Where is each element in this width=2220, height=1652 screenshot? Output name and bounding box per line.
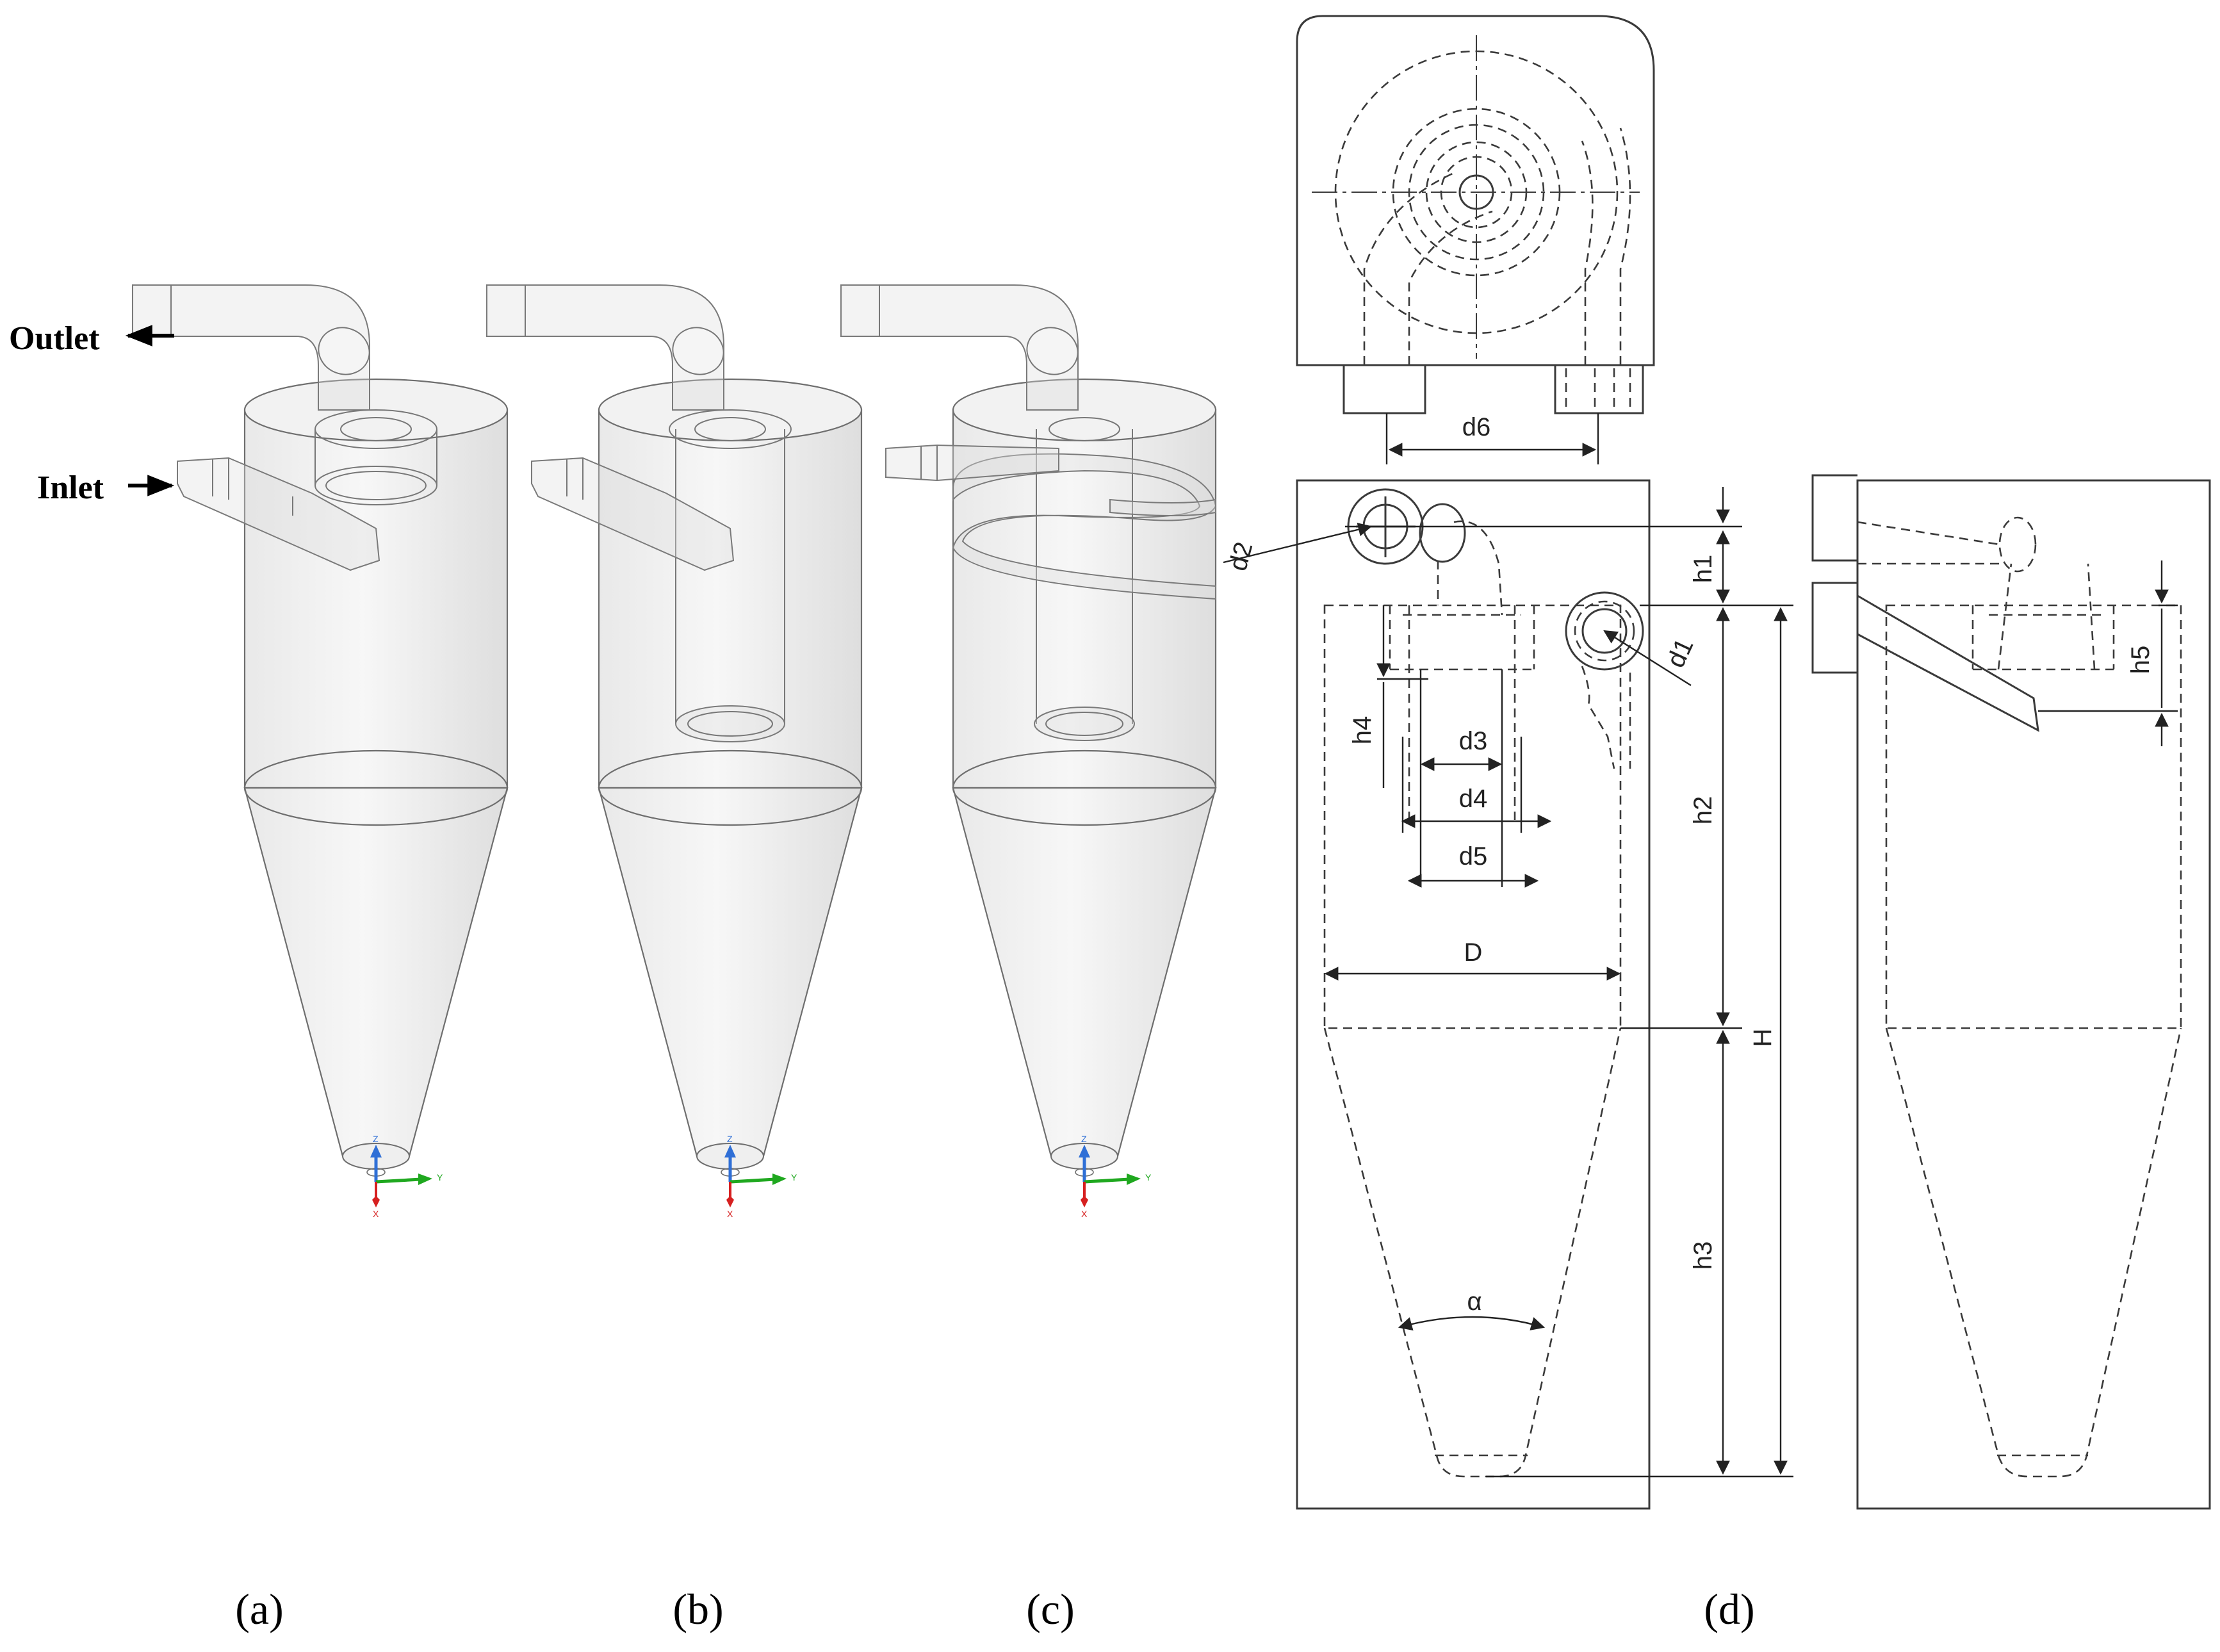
svg-text:Z: Z [1081, 1134, 1087, 1144]
triad-a: Z Y X [370, 1134, 443, 1219]
dim-h5: h5 [2126, 646, 2155, 675]
technical-drawing: d6 d2 [1223, 15, 2211, 1510]
svg-text:Y: Y [1145, 1172, 1152, 1182]
dim-alpha: α [1467, 1288, 1481, 1316]
cyclone-a: Z Y X [132, 284, 509, 1219]
outlet-label: Outlet [9, 320, 100, 357]
dim-d5: d5 [1459, 842, 1488, 871]
caption-a: (a) [235, 1585, 283, 1633]
dim-H: H [1749, 1029, 1777, 1047]
cyclone-c: Z Y X [840, 284, 1217, 1219]
triad-b: Z Y X [724, 1134, 797, 1219]
dim-d3: d3 [1459, 727, 1488, 755]
svg-text:Z: Z [373, 1134, 379, 1144]
dim-h3: h3 [1689, 1241, 1717, 1270]
triad-c: Z Y X [1079, 1134, 1152, 1219]
caption-c: (c) [1026, 1585, 1074, 1633]
caption-b: (b) [673, 1585, 723, 1633]
svg-text:Y: Y [437, 1172, 443, 1182]
svg-text:Y: Y [791, 1172, 797, 1182]
svg-text:X: X [373, 1209, 379, 1219]
svg-text:X: X [727, 1209, 733, 1219]
dim-d1: d1 [1661, 634, 1699, 672]
side-view: h5 [1811, 474, 2211, 1510]
cyclone-b: Z Y X [486, 284, 863, 1219]
dim-d2: d2 [1223, 539, 1258, 573]
dim-h2: h2 [1689, 796, 1717, 825]
svg-text:X: X [1081, 1209, 1088, 1219]
dim-h1: h1 [1689, 555, 1717, 584]
svg-text:Z: Z [727, 1134, 733, 1144]
dim-D: D [1464, 938, 1483, 967]
dim-d6: d6 [1462, 413, 1491, 441]
top-view: d6 [1296, 15, 1655, 464]
caption-d: (d) [1704, 1585, 1754, 1633]
dim-d4: d4 [1459, 785, 1488, 813]
inlet-label: Inlet [37, 470, 104, 506]
front-view: d2 d1 h1 h2 h3 H h4 [1223, 479, 1793, 1510]
dim-h4: h4 [1348, 716, 1376, 745]
